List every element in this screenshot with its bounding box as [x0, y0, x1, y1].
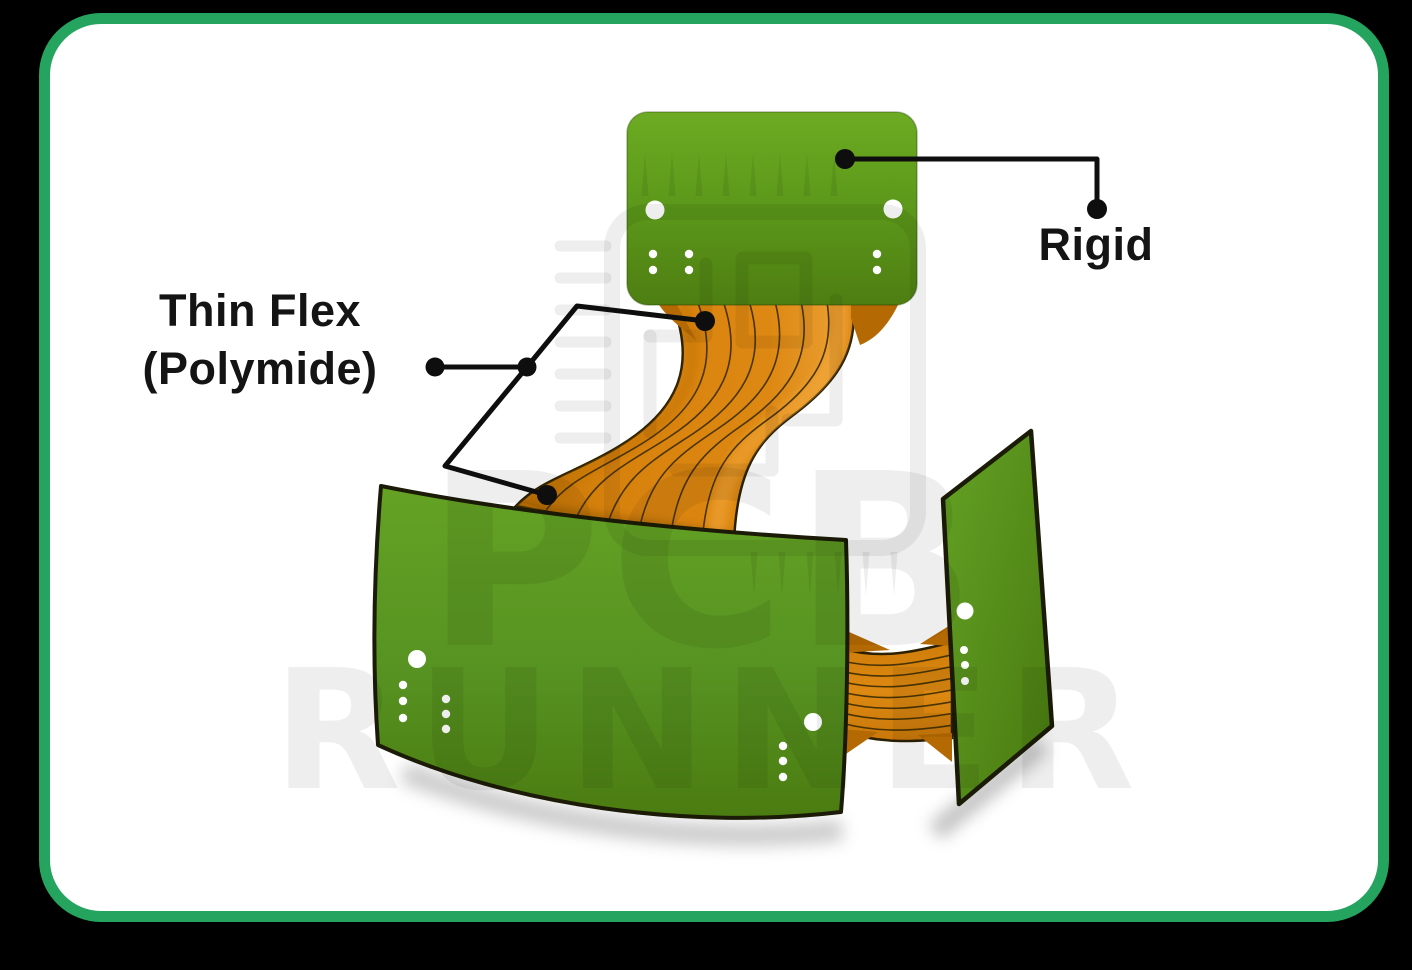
rigid-callout-line	[842, 156, 1100, 212]
thin-flex-callout-line	[432, 303, 708, 498]
ribbon-gusset	[918, 733, 952, 762]
chip-icon	[554, 204, 926, 556]
rigid-label: Rigid	[1038, 219, 1154, 270]
shadows	[399, 736, 1049, 847]
watermark-text-bottom: RUNNER	[273, 635, 1151, 828]
callout-dots	[425, 149, 1107, 505]
flex-gusset-right	[851, 303, 899, 345]
flex-ribbon-right	[838, 624, 954, 762]
flex-trace-lines	[545, 302, 830, 536]
ribbon-trace-lines	[839, 654, 953, 731]
thin-flex-label-line2: (Polymide)	[142, 343, 378, 394]
ribbon-gusset	[840, 729, 878, 758]
thin-flex-label: Thin Flex (Polymide)	[100, 282, 420, 398]
chip-pins	[641, 152, 898, 596]
rigid-board-front	[372, 484, 850, 820]
board-holes	[398, 650, 822, 782]
watermark-text-top: PCB	[426, 422, 985, 702]
flex-gusset-left	[658, 303, 696, 340]
board-holes	[956, 602, 974, 685]
callouts	[432, 156, 1100, 498]
board-holes	[645, 199, 903, 275]
ribbon-gusset	[840, 628, 890, 653]
rigid-board-right	[940, 428, 1055, 807]
ribbon-gusset	[920, 624, 952, 646]
watermark: PCB RUNNER	[273, 152, 1151, 828]
thin-flex-label-line1: Thin Flex	[158, 285, 361, 336]
